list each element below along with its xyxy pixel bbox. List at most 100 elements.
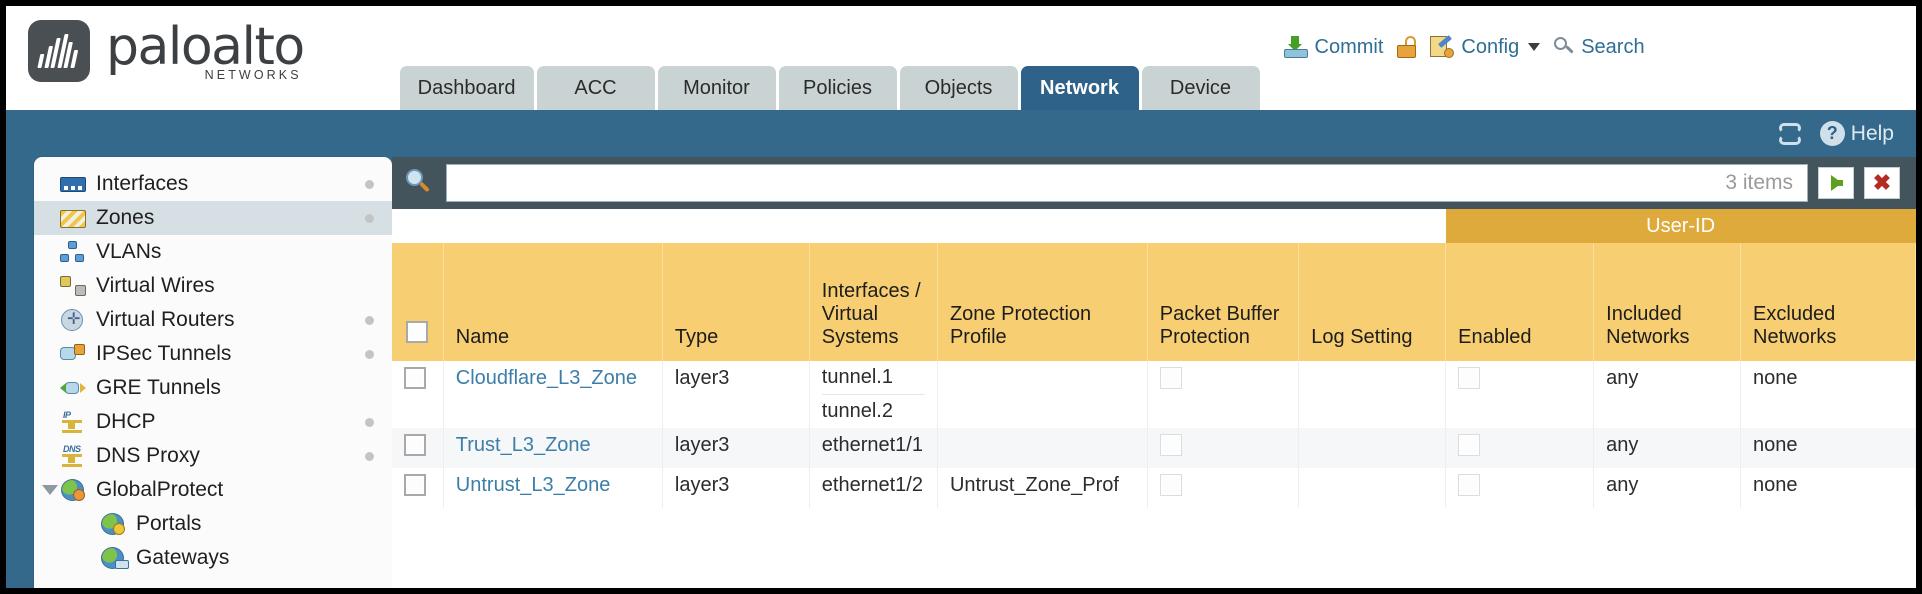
cell-interfaces: ethernet1/1	[809, 428, 938, 468]
sidebar-item-interfaces[interactable]: Interfaces	[34, 167, 392, 201]
status-dot	[365, 315, 374, 325]
sidebar-item-virtual-routers[interactable]: Virtual Routers	[34, 303, 392, 337]
padlock-unlocked-icon	[1397, 36, 1417, 58]
brand-logo: paloalto NETWORKS	[6, 6, 305, 82]
cell-userid-enabled	[1445, 468, 1595, 508]
column-header-zone-protection-profile[interactable]: Zone Protection Profile	[937, 243, 1148, 361]
sidebar-item-label: IPSec Tunnels	[96, 342, 232, 365]
virtual-wires-icon	[60, 275, 86, 297]
userid-enabled-checkbox[interactable]	[1458, 434, 1481, 456]
column-header-excluded-networks[interactable]: Excluded Networks	[1740, 243, 1916, 361]
search-button[interactable]: Search	[1554, 36, 1645, 59]
item-count-label: 3 items	[1725, 171, 1793, 194]
refresh-button[interactable]	[1778, 122, 1804, 145]
sidebar-item-label: DHCP	[96, 410, 156, 433]
cell-zone-protection-profile: Untrust_Zone_Prof	[937, 468, 1148, 508]
sidebar-item-label: GlobalProtect	[96, 478, 224, 501]
zone-name-link[interactable]: Cloudflare_L3_Zone	[455, 367, 638, 389]
config-menu[interactable]: Config	[1430, 35, 1541, 59]
tab-dashboard[interactable]: Dashboard	[399, 66, 534, 110]
column-header-log-setting[interactable]: Log Setting	[1298, 243, 1447, 361]
cell-type: layer3	[662, 361, 810, 428]
table-row[interactable]: Untrust_L3_Zone layer3 ethernet1/2 Untru…	[392, 468, 1916, 508]
table-row[interactable]: Cloudflare_L3_Zone layer3 tunnel.1 tunne…	[392, 361, 1916, 428]
sidebar-item-label: Gateways	[136, 546, 230, 569]
header-actions: Commit Config Search	[1283, 6, 1645, 110]
row-checkbox[interactable]	[404, 474, 426, 496]
userid-enabled-checkbox[interactable]	[1458, 367, 1481, 389]
main-tab-bar: Dashboard ACC Monitor Policies Objects N…	[399, 6, 1260, 110]
apply-filter-button[interactable]	[1818, 167, 1854, 199]
lock-button[interactable]	[1397, 36, 1417, 58]
sidebar-item-zones[interactable]: Zones	[34, 201, 392, 235]
sidebar-item-label: VLANs	[96, 240, 162, 263]
select-all-checkbox[interactable]	[406, 321, 428, 343]
sidebar-item-gre-tunnels[interactable]: GRE Tunnels	[34, 371, 392, 405]
sidebar-item-label: DNS Proxy	[96, 444, 200, 467]
sidebar-item-gateways[interactable]: Gateways	[34, 541, 392, 575]
network-sidebar: Interfaces Zones VLANs Virtual Wires Vir…	[34, 157, 392, 588]
commit-button[interactable]: Commit	[1283, 35, 1384, 59]
filter-search-icon	[402, 168, 436, 198]
column-header-name[interactable]: Name	[443, 243, 663, 361]
tab-device[interactable]: Device	[1141, 66, 1260, 110]
status-dot	[365, 417, 374, 427]
tab-acc[interactable]: ACC	[536, 66, 655, 110]
cell-packet-buffer-protection	[1147, 468, 1300, 508]
sidebar-item-dhcp[interactable]: IP DHCP	[34, 405, 392, 439]
sidebar-item-label: Virtual Routers	[96, 308, 235, 331]
sidebar-item-dns-proxy[interactable]: DNS DNS Proxy	[34, 439, 392, 473]
column-header-type[interactable]: Type	[662, 243, 810, 361]
userid-enabled-checkbox[interactable]	[1458, 474, 1481, 496]
column-header-included-networks[interactable]: Included Networks	[1593, 243, 1742, 361]
help-button[interactable]: ? Help	[1819, 121, 1894, 146]
vlans-icon	[60, 241, 86, 263]
dhcp-icon: IP	[60, 410, 86, 433]
cell-userid-enabled	[1445, 361, 1595, 428]
sidebar-item-ipsec-tunnels[interactable]: IPSec Tunnels	[34, 337, 392, 371]
sidebar-item-globalprotect[interactable]: GlobalProtect	[34, 473, 392, 507]
sidebar-item-vlans[interactable]: VLANs	[34, 235, 392, 269]
interface-item: tunnel.1	[821, 361, 925, 395]
cell-userid-enabled	[1445, 428, 1595, 468]
row-select-cell	[392, 468, 444, 508]
zones-icon	[60, 207, 86, 229]
ipsec-tunnels-icon	[60, 343, 86, 365]
expander-triangle-icon[interactable]	[42, 485, 58, 495]
tab-network[interactable]: Network	[1020, 66, 1139, 110]
row-checkbox[interactable]	[404, 434, 426, 456]
column-header-packet-buffer-protection[interactable]: Packet Buffer Protection	[1147, 243, 1300, 361]
status-dot	[365, 179, 374, 189]
config-label: Config	[1461, 35, 1520, 58]
packet-buffer-checkbox[interactable]	[1159, 434, 1182, 456]
row-checkbox[interactable]	[404, 367, 426, 389]
help-icon: ?	[1819, 121, 1845, 146]
sidebar-item-virtual-wires[interactable]: Virtual Wires	[34, 269, 392, 303]
top-header: paloalto NETWORKS Dashboard ACC Monitor …	[6, 6, 1916, 110]
packet-buffer-checkbox[interactable]	[1159, 367, 1182, 389]
tab-objects[interactable]: Objects	[899, 66, 1018, 110]
table-row[interactable]: Trust_L3_Zone layer3 ethernet1/1 any non…	[392, 428, 1916, 468]
zones-table-container: User-ID Name Type Interfaces / Virtual S…	[392, 209, 1916, 588]
cell-type: layer3	[662, 468, 810, 508]
filter-input[interactable]: 3 items	[446, 164, 1808, 202]
sidebar-item-portals[interactable]: Portals	[34, 507, 392, 541]
packet-buffer-checkbox[interactable]	[1159, 474, 1182, 496]
cell-zone-protection-profile	[937, 361, 1148, 428]
column-header-enabled[interactable]: Enabled	[1445, 243, 1595, 361]
gre-tunnels-icon	[60, 377, 86, 399]
sidebar-item-label: Zones	[96, 206, 155, 229]
tab-monitor[interactable]: Monitor	[657, 66, 776, 110]
table-header-row: Name Type Interfaces / Virtual Systems Z…	[392, 243, 1916, 361]
brand-tagline: NETWORKS	[204, 67, 302, 82]
zone-name-link[interactable]: Untrust_L3_Zone	[455, 474, 611, 496]
cell-excluded-networks: none	[1740, 361, 1916, 428]
commit-label: Commit	[1314, 35, 1384, 58]
interfaces-icon	[60, 173, 86, 195]
tab-policies[interactable]: Policies	[778, 66, 897, 110]
cell-excluded-networks: none	[1740, 468, 1916, 508]
zone-name-link[interactable]: Trust_L3_Zone	[455, 434, 591, 456]
refresh-icon	[1778, 122, 1804, 145]
clear-filter-button[interactable]: ✖	[1864, 167, 1900, 199]
column-header-interfaces[interactable]: Interfaces / Virtual Systems	[809, 243, 938, 361]
